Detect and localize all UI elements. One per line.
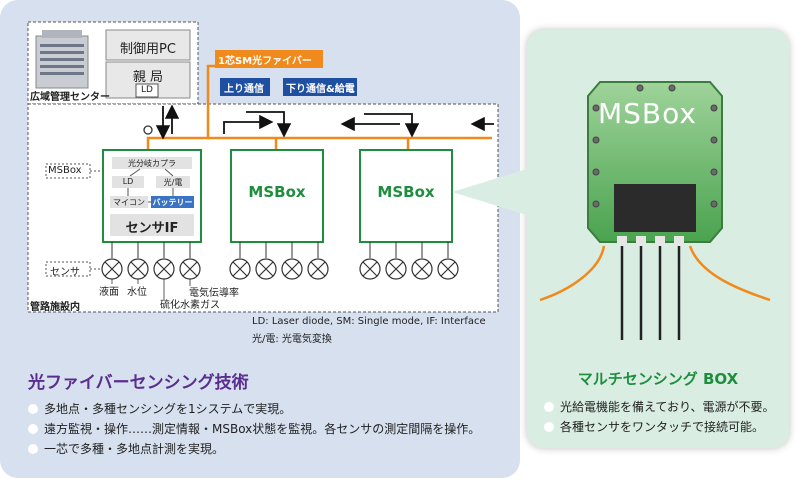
- ld-inner-box: [112, 176, 144, 188]
- device-box-label: MSBox: [598, 97, 697, 130]
- callout-wedge: [452, 168, 530, 216]
- downlink-label: 下り通信&給電: [286, 84, 355, 95]
- center-label: 広域管理センター: [30, 92, 110, 103]
- photo-electric-label: 光/電: [163, 178, 183, 187]
- right-bullet-1: 光給電機能を備えており、電源が不要。: [544, 398, 775, 415]
- microcontroller-label: マイコン: [113, 198, 145, 207]
- right-section-title: マルチセンシング BOX: [577, 370, 739, 388]
- msbox-side-label: MSBox: [48, 165, 82, 176]
- uplink-label-bg: [220, 78, 270, 96]
- fiber-label: 1芯SM光ファイバー: [218, 56, 312, 67]
- sensor-if-box: [110, 214, 194, 236]
- water-level-label: 水位: [127, 287, 147, 298]
- fiber-line: [146, 64, 492, 150]
- msbox-2: [230, 149, 324, 243]
- legend-line-1: LD: Laser diode, SM: Single mode, IF: In…: [252, 316, 486, 327]
- control-pc-box: [105, 29, 191, 61]
- ld-inner-label: LD: [122, 177, 134, 186]
- optical-coupler-box: [112, 157, 192, 169]
- photo-electric-box: [156, 176, 190, 188]
- left-bullet-3: 一芯で多種・多地点計測を実現。: [28, 440, 224, 457]
- msbox-side-frame: [45, 163, 91, 179]
- sensor-side-label: センサ: [50, 267, 80, 278]
- control-pc-label: 制御用PC: [120, 42, 176, 57]
- left-bullet-1: 多地点・多種センシングを1システムで実現。: [28, 400, 291, 417]
- master-station-label: 親 局: [132, 70, 164, 85]
- sensor-side-frame: [45, 261, 91, 277]
- building-icon: [35, 30, 89, 89]
- sensor-if-label: センサIF: [125, 221, 179, 236]
- downlink-label-bg: [283, 78, 357, 96]
- sensor-icons: [101, 258, 459, 280]
- msbox-device-image: [539, 81, 771, 340]
- h2s-gas-label: 硫化水素ガス: [160, 300, 220, 311]
- msbox-2-label: MSBox: [248, 183, 306, 201]
- microcontroller-box: [110, 196, 148, 208]
- ld-box: [135, 83, 159, 98]
- left-bullet-2: 遠方監視・操作……測定情報・MSBox状態を監視。各センサの測定間隔を操作。: [28, 420, 480, 437]
- msbox-3: [359, 149, 453, 243]
- pipeline-label: 管路施設内: [30, 302, 80, 313]
- optical-coupler-label: 光分岐カプラ: [128, 159, 176, 168]
- uplink-label: 上り通信: [224, 84, 264, 95]
- legend-line-2: 光/電: 光電気変換: [252, 334, 332, 345]
- msbox-3-label: MSBox: [377, 183, 435, 201]
- battery-label: バッテリー: [152, 198, 193, 207]
- battery-box: [151, 196, 194, 208]
- conductivity-label: 電気伝導率: [189, 288, 239, 299]
- ld-label: LD: [141, 85, 153, 95]
- liquid-level-label: 液面: [99, 287, 119, 298]
- fiber-label-bg: [215, 50, 323, 68]
- right-bullet-2: 各種センサをワンタッチで接続可能。: [544, 418, 764, 435]
- left-section-title: 光ファイバーセンシング技術: [28, 373, 249, 393]
